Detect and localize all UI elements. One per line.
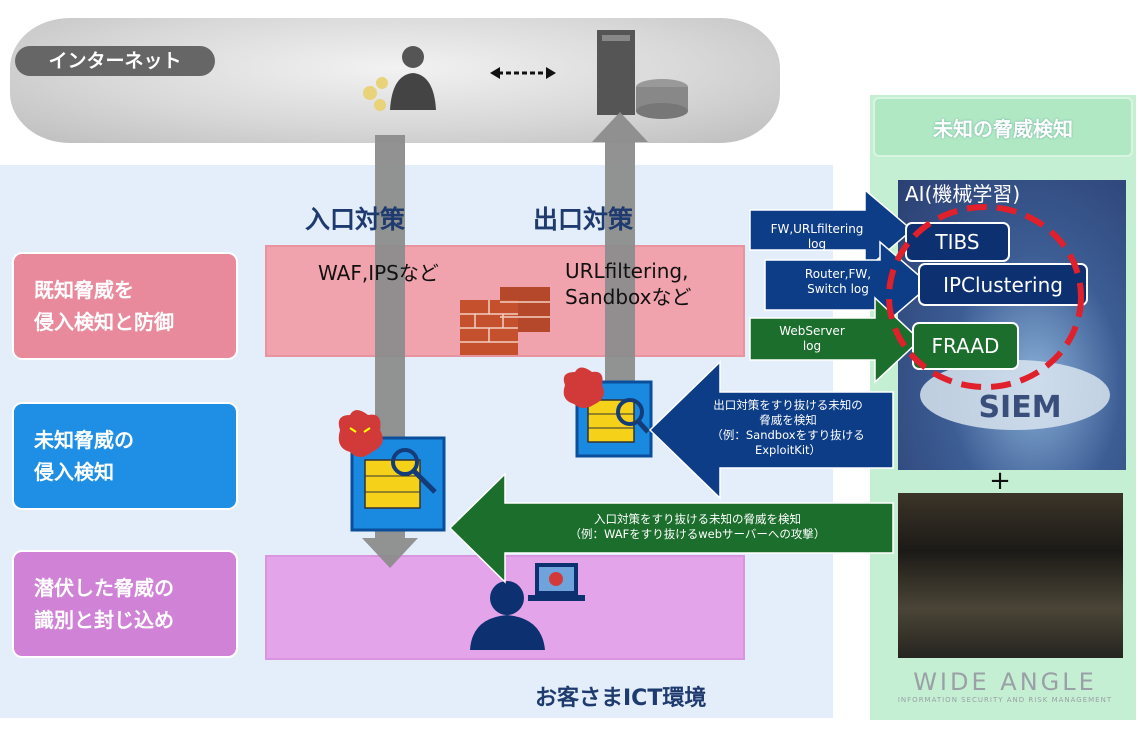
siem-base (920, 360, 1110, 430)
siem-label: SIEM (978, 390, 1062, 425)
monster-icon-exit (563, 367, 604, 408)
exit-measures-heading: 出口対策 (533, 205, 634, 234)
logo-tagline: INFORMATION SECURITY AND RISK MANAGEMENT (897, 696, 1113, 704)
entrance-feedback-arrow-svg (448, 472, 894, 584)
infected-laptop-icon (528, 563, 585, 601)
exit-feedback-text: 出口対策をすり抜ける未知の 脅威を検知 （例：Sandboxをすり抜ける Exp… (711, 398, 865, 457)
exit-tools-text: URLfiltering, Sandboxなど (565, 259, 692, 309)
webserver-log-label: WebServer log (779, 324, 845, 353)
server-icon (597, 30, 688, 119)
layer-latent-threat: 潜伏した脅威の 識別と封じ込め (12, 550, 238, 658)
entrance-measures-heading: 入口対策 (305, 205, 406, 234)
entrance-feedback-text: 入口対策をすり抜ける未知の脅威を検知 （例：WAFをすり抜けるwebサーバーへの… (569, 512, 826, 541)
fraad-box: FRAAD (912, 322, 1019, 370)
diagram-icons (338, 287, 653, 650)
router-log-label: Router,FW, Switch log (804, 267, 872, 296)
entrance-feedback-arrow (448, 472, 894, 584)
unknown-detection-title: 未知の脅威検知 (873, 97, 1133, 157)
tibs-box: TIBS (905, 222, 1010, 262)
monster-icon-entrance (338, 410, 383, 457)
attacker-icon (363, 46, 436, 111)
layer-known-threat: 既知脅威を 侵入検知と防御 (12, 252, 238, 360)
ipclustering-box: IPClustering (918, 263, 1088, 306)
firewall-scan-icon-entrance (350, 436, 446, 532)
plus-sign: + (989, 466, 1011, 496)
brick-wall-icon (460, 287, 550, 355)
user-icon (470, 581, 545, 650)
entrance-tools-text: WAF,IPSなど (318, 261, 439, 285)
internet-icons (363, 30, 688, 119)
webserver-log-arrow (749, 296, 922, 384)
fw-url-log-label: FW,URLfiltering log (770, 222, 864, 251)
wide-angle-logo: WIDE ANGLE INFORMATION SECURITY AND RISK… (880, 668, 1130, 704)
ai-label: AI(機械学習) (905, 182, 1021, 206)
exit-feedback-arrow (648, 360, 894, 500)
soc-photo (898, 493, 1123, 658)
ai-highlight-circle (886, 204, 1084, 390)
internet-label: インターネット (15, 46, 215, 76)
environment-label: お客さまICT環境 (535, 686, 707, 711)
outbound-arrow (592, 112, 648, 390)
layer-unknown-threat: 未知脅威の 侵入検知 (12, 402, 238, 510)
logo-name: WIDE ANGLE (913, 668, 1097, 696)
